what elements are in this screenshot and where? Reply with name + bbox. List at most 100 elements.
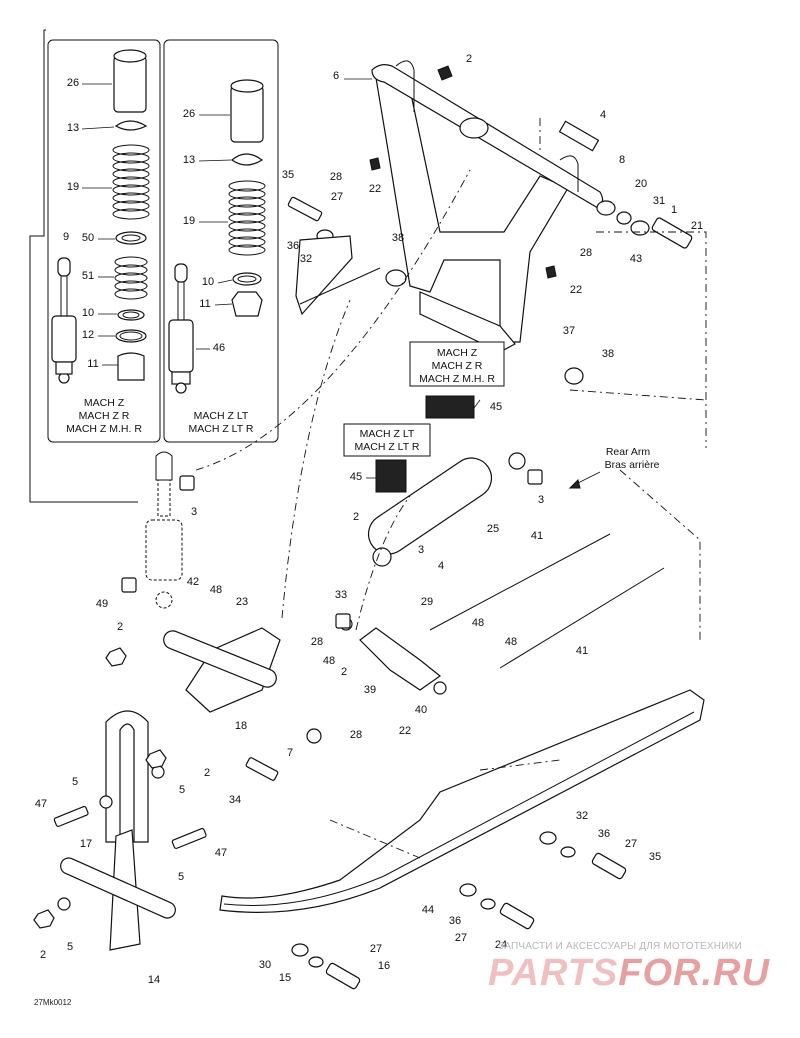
callout-23: 23	[236, 596, 248, 608]
callout-40: 40	[415, 704, 427, 716]
callout-8: 8	[619, 154, 625, 166]
decal-45	[375, 395, 475, 493]
callout-51: 51	[82, 270, 94, 282]
callout-6: 6	[333, 70, 339, 82]
callout-14: 14	[148, 974, 160, 986]
callout-39: 39	[364, 684, 376, 696]
leader-lines	[81, 78, 481, 479]
callout-4: 4	[600, 109, 606, 121]
callout-27: 27	[455, 932, 467, 944]
callout-24: 24	[495, 939, 507, 951]
callout-27: 27	[370, 943, 382, 955]
callout-5: 5	[179, 784, 185, 796]
callout-41: 41	[576, 645, 588, 657]
callout-35: 35	[649, 851, 661, 863]
callout-36: 36	[598, 828, 610, 840]
callout-34: 34	[229, 794, 241, 806]
callout-41: 41	[531, 530, 543, 542]
callout-47: 47	[35, 798, 47, 810]
model-label: MACH Z	[84, 397, 125, 409]
callout-9: 9	[63, 231, 69, 243]
callout-27: 27	[331, 191, 343, 203]
callout-43: 43	[630, 253, 642, 265]
callout-7: 7	[287, 747, 293, 759]
callout-13: 13	[67, 122, 79, 134]
callout-3: 3	[418, 544, 424, 556]
callout-1: 1	[671, 204, 677, 216]
model-box-text-mach-z-lt: MACH Z LT MACH Z LT R	[355, 428, 420, 453]
callout-20: 20	[635, 178, 647, 190]
rear-arm-label-en: Rear Arm	[606, 446, 651, 458]
model-label: MACH Z R	[79, 410, 130, 422]
callout-28: 28	[311, 636, 323, 648]
callout-36: 36	[287, 240, 299, 252]
callout-38: 38	[392, 232, 404, 244]
model-label: MACH Z LT R	[189, 423, 254, 435]
model-box-mach-z	[409, 341, 505, 387]
callout-22: 22	[369, 183, 381, 195]
callout-49: 49	[96, 598, 108, 610]
callout-26: 26	[67, 77, 79, 89]
callout-3: 3	[191, 506, 197, 518]
watermark-tagline: ЗАПЧАСТИ И АКСЕССУАРЫ ДЛЯ МОТОТЕХНИКИ	[498, 941, 743, 952]
callout-17: 17	[80, 838, 92, 850]
watermark-logo-b: FOR.RU	[618, 952, 770, 994]
callout-15: 15	[279, 972, 291, 984]
callout-48: 48	[210, 584, 222, 596]
rail-hardware	[291, 831, 627, 990]
callout-5: 5	[67, 941, 73, 953]
callout-42: 42	[187, 576, 199, 588]
model-label: MACH Z R	[432, 360, 483, 372]
callout-32: 32	[300, 253, 312, 265]
callout-31: 31	[653, 195, 665, 207]
callout-48: 48	[472, 617, 484, 629]
front-link-assembly	[33, 647, 207, 951]
callout-2: 2	[204, 767, 210, 779]
shock-parts-mach-z-lt	[168, 79, 266, 394]
callout-48: 48	[505, 636, 517, 648]
callout-27: 27	[625, 838, 637, 850]
model-box-text-mid: MACH Z LT MACH Z LT R	[189, 410, 254, 435]
callout-5: 5	[178, 871, 184, 883]
rear-arm-label: Rear Arm Bras arrière	[605, 446, 660, 471]
rear-shock-ghost	[121, 451, 543, 629]
callout-10: 10	[82, 307, 94, 319]
callout-16: 16	[378, 960, 390, 972]
rear-arm-label-fr: Bras arrière	[605, 459, 660, 471]
callout-37: 37	[563, 325, 575, 337]
model-box-text-mach-z: MACH Z MACH Z R MACH Z M.H. R	[419, 347, 495, 385]
model-label: MACH Z M.H. R	[66, 423, 142, 435]
callout-10: 10	[202, 276, 214, 288]
model-label: MACH Z M.H. R	[419, 373, 495, 385]
callout-45: 45	[350, 471, 362, 483]
figure-code: 27Mk0012	[34, 998, 72, 1007]
model-box-mach-z-lt	[343, 423, 431, 457]
callout-35: 35	[282, 169, 294, 181]
callout-2: 2	[40, 949, 46, 961]
callout-44: 44	[422, 904, 434, 916]
callout-2: 2	[117, 621, 123, 633]
callout-4: 4	[438, 560, 444, 572]
shock-parts-mach-z	[51, 49, 150, 384]
model-box-text-left: MACH Z MACH Z R MACH Z M.H. R	[66, 397, 142, 435]
callout-5: 5	[72, 776, 78, 788]
callout-28: 28	[580, 247, 592, 259]
callout-22: 22	[399, 725, 411, 737]
callout-13: 13	[183, 154, 195, 166]
rear-arm-assembly	[163, 452, 665, 781]
model-label: MACH Z LT	[360, 428, 415, 440]
callout-50: 50	[82, 232, 94, 244]
callout-30: 30	[259, 959, 271, 971]
callout-2: 2	[353, 511, 359, 523]
callout-11: 11	[199, 298, 210, 310]
callout-38: 38	[602, 348, 614, 360]
model-label: MACH Z	[437, 347, 478, 359]
rail-assembly	[219, 235, 705, 913]
callout-2: 2	[341, 666, 347, 678]
callout-21: 21	[691, 220, 703, 232]
callout-22: 22	[570, 284, 582, 296]
callout-25: 25	[487, 523, 499, 535]
model-label: MACH Z LT R	[355, 441, 420, 453]
callout-19: 19	[183, 215, 195, 227]
